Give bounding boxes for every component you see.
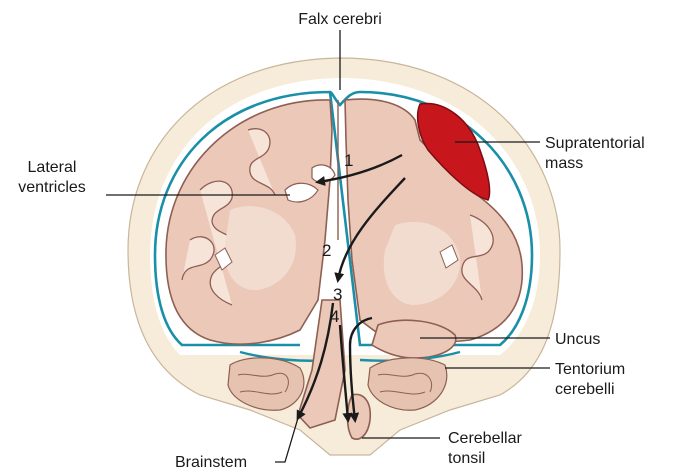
cerebellar-tonsil — [348, 394, 371, 439]
step-1: 1 — [344, 151, 353, 170]
label-mass-1: Supratentorial — [545, 135, 645, 152]
label-lateral-1: Lateral — [28, 159, 77, 176]
label-uncus: Uncus — [555, 331, 600, 348]
step-2: 2 — [322, 241, 331, 260]
label-tentorium-2: cerebelli — [555, 381, 615, 398]
label-tentorium-1: Tentorium — [555, 361, 625, 378]
label-falx-cerebri: Falx cerebri — [298, 11, 382, 28]
label-tonsil-1: Cerebellar — [448, 430, 522, 447]
step-3: 3 — [333, 285, 342, 304]
label-lateral-2: ventricles — [18, 179, 86, 196]
label-brainstem: Brainstem — [175, 454, 247, 471]
label-tonsil-2: tonsil — [448, 450, 485, 467]
label-mass-2: mass — [545, 155, 583, 172]
step-4: 4 — [330, 307, 339, 326]
